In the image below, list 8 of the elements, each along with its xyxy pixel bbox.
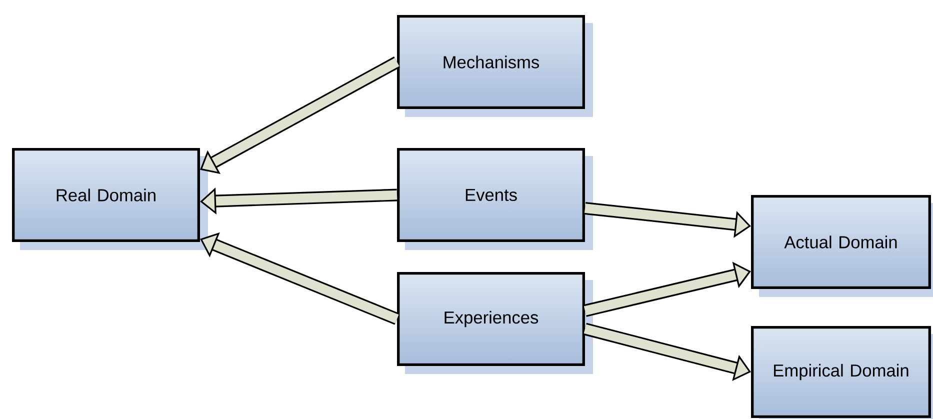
process-box: Empirical Domain — [751, 326, 933, 419]
process-box: Experiences — [397, 272, 593, 374]
process-box: Events — [397, 148, 593, 250]
block-arrow — [200, 56, 400, 174]
block-arrow — [584, 262, 751, 317]
process-box: Real Domain — [12, 148, 208, 250]
process-box: Mechanisms — [397, 15, 593, 117]
process-box: Actual Domain — [751, 195, 933, 297]
